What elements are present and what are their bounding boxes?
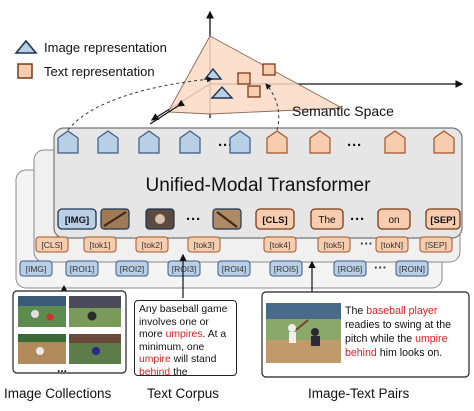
output-image-token — [57, 130, 79, 154]
roi-token-box — [217, 260, 251, 277]
image-collection: ... — [12, 290, 127, 375]
roi-token-label: ··· — [374, 260, 387, 275]
text-point — [247, 85, 261, 98]
front-dots: ··· — [350, 211, 365, 228]
output-text-token — [309, 130, 331, 154]
highlighted-word: baseball player — [366, 305, 438, 317]
text-segment: . At a minimum, one — [139, 329, 227, 353]
highlighted-word: umpires — [165, 329, 203, 341]
text-token-box — [263, 236, 297, 253]
text-token-box — [317, 236, 351, 253]
highlighted-word: umpire behind — [345, 333, 448, 359]
front-token-sep — [425, 208, 461, 230]
text-token-box — [419, 236, 453, 253]
text-token-label: [tokN] — [381, 240, 403, 250]
pair-photo — [266, 303, 341, 363]
roi-token-row: [IMG] [ROI1] [ROI2] [ROI3] [ROI4] [ROI5] [ROI6… — [19, 260, 429, 277]
front-token-cls-label: [CLS] — [262, 215, 287, 226]
text-segment: the catcher... — [173, 366, 188, 376]
image-point — [210, 85, 234, 99]
roi-token-label: [IMG] — [26, 264, 47, 274]
semantic-plane — [167, 35, 344, 115]
front-token-the — [310, 208, 344, 230]
image-text-pairs-caption: Image-Text Pairs — [308, 386, 410, 401]
text-token-box — [375, 236, 409, 253]
text-token-label: ··· — [360, 236, 373, 251]
legend-text-label: Text representation — [44, 64, 155, 79]
text-segment: will stand — [170, 354, 217, 366]
text-token-row: [CLS] [tok1] [tok2] [tok3] [tok4] [tok5] ··· [t… — [35, 236, 453, 253]
collection-dots: ... — [57, 361, 67, 375]
roi-token-label: [ROIN] — [399, 264, 425, 274]
text-token-label: [tok5] — [324, 240, 345, 250]
output-image-token — [229, 130, 251, 154]
output-image-token — [97, 130, 119, 154]
semantic-space: Semantic Space — [150, 10, 464, 121]
front-token-on — [377, 208, 411, 230]
roi-token-label: [ROI4] — [222, 264, 247, 274]
roi-token-label: [ROI5] — [274, 264, 299, 274]
output-image-token — [179, 130, 201, 154]
text-token-box — [35, 236, 69, 253]
output-text-token — [433, 130, 455, 154]
text-point — [237, 72, 251, 85]
roi-token-box — [65, 260, 99, 277]
roi-token-box — [115, 260, 149, 277]
roi-token-label: [ROI6] — [338, 264, 363, 274]
text-token-box — [187, 236, 221, 253]
output-text-token — [384, 130, 406, 154]
image-to-space-arrow — [67, 76, 213, 131]
highlighted-word: behind — [139, 366, 171, 376]
front-token-img-label: [IMG] — [65, 215, 89, 226]
transformer-to-space-arrow — [149, 99, 185, 125]
text-to-space-arrow — [265, 83, 280, 131]
output-dots: ··· — [347, 137, 362, 154]
roi-token-box — [269, 260, 303, 277]
text-token-label: [tok4] — [270, 240, 291, 250]
pair-caption: The baseball player readies to swing at … — [345, 304, 463, 360]
front-token-the-label: The — [318, 215, 336, 226]
text-representation-icon — [17, 63, 33, 79]
front-token-img — [57, 208, 97, 230]
roi-token-box — [167, 260, 201, 277]
front-dots: ··· — [186, 211, 201, 228]
text-token-label: [tok1] — [90, 240, 111, 250]
output-tokens: ··· ··· — [57, 130, 455, 154]
text-segment: The — [345, 305, 367, 317]
text-point — [262, 63, 276, 76]
front-token-cls — [255, 208, 295, 230]
front-token-on-label: on — [388, 215, 399, 226]
semantic-space-label: Semantic Space — [292, 103, 394, 119]
output-dots: ··· — [218, 137, 233, 154]
text-token-label: [CLS] — [41, 240, 62, 250]
text-corpus-caption: Text Corpus — [147, 386, 220, 401]
front-token-sep-label: [SEP] — [430, 215, 455, 226]
image-collections-caption: Image Collections — [4, 386, 112, 401]
roi-token-box — [333, 260, 367, 277]
transformer-title: Unified-Modal Transformer — [146, 175, 372, 196]
roi-token-label: [ROI2] — [120, 264, 145, 274]
text-token-label: [SEP] — [425, 240, 447, 250]
front-input-row: [IMG] ··· [CLS] The ··· on [SEP] — [57, 208, 461, 230]
text-token-label: [tok3] — [194, 240, 215, 250]
text-corpus: Any baseball game involves one or more u… — [134, 300, 237, 376]
image-representation-icon — [14, 39, 38, 54]
text-segment: him looks on. — [376, 347, 443, 359]
text-token-box — [83, 236, 117, 253]
output-text-token — [266, 130, 288, 154]
legend-image-label: Image representation — [44, 40, 167, 55]
legend: Image representation Text representation — [14, 39, 167, 79]
text-token-box — [135, 236, 169, 253]
roi-token-label: [ROI3] — [172, 264, 197, 274]
roi-token-box — [19, 260, 53, 277]
highlighted-word: umpire — [139, 354, 171, 366]
roi-token-label: [ROI1] — [70, 264, 95, 274]
text-segment: Any baseball game involves one or more — [139, 304, 228, 341]
text-token-label: [tok2] — [142, 240, 163, 250]
output-image-token — [138, 130, 160, 154]
roi-token-box — [395, 260, 429, 277]
text-segment: readies to swing at the pitch while the — [345, 319, 451, 345]
